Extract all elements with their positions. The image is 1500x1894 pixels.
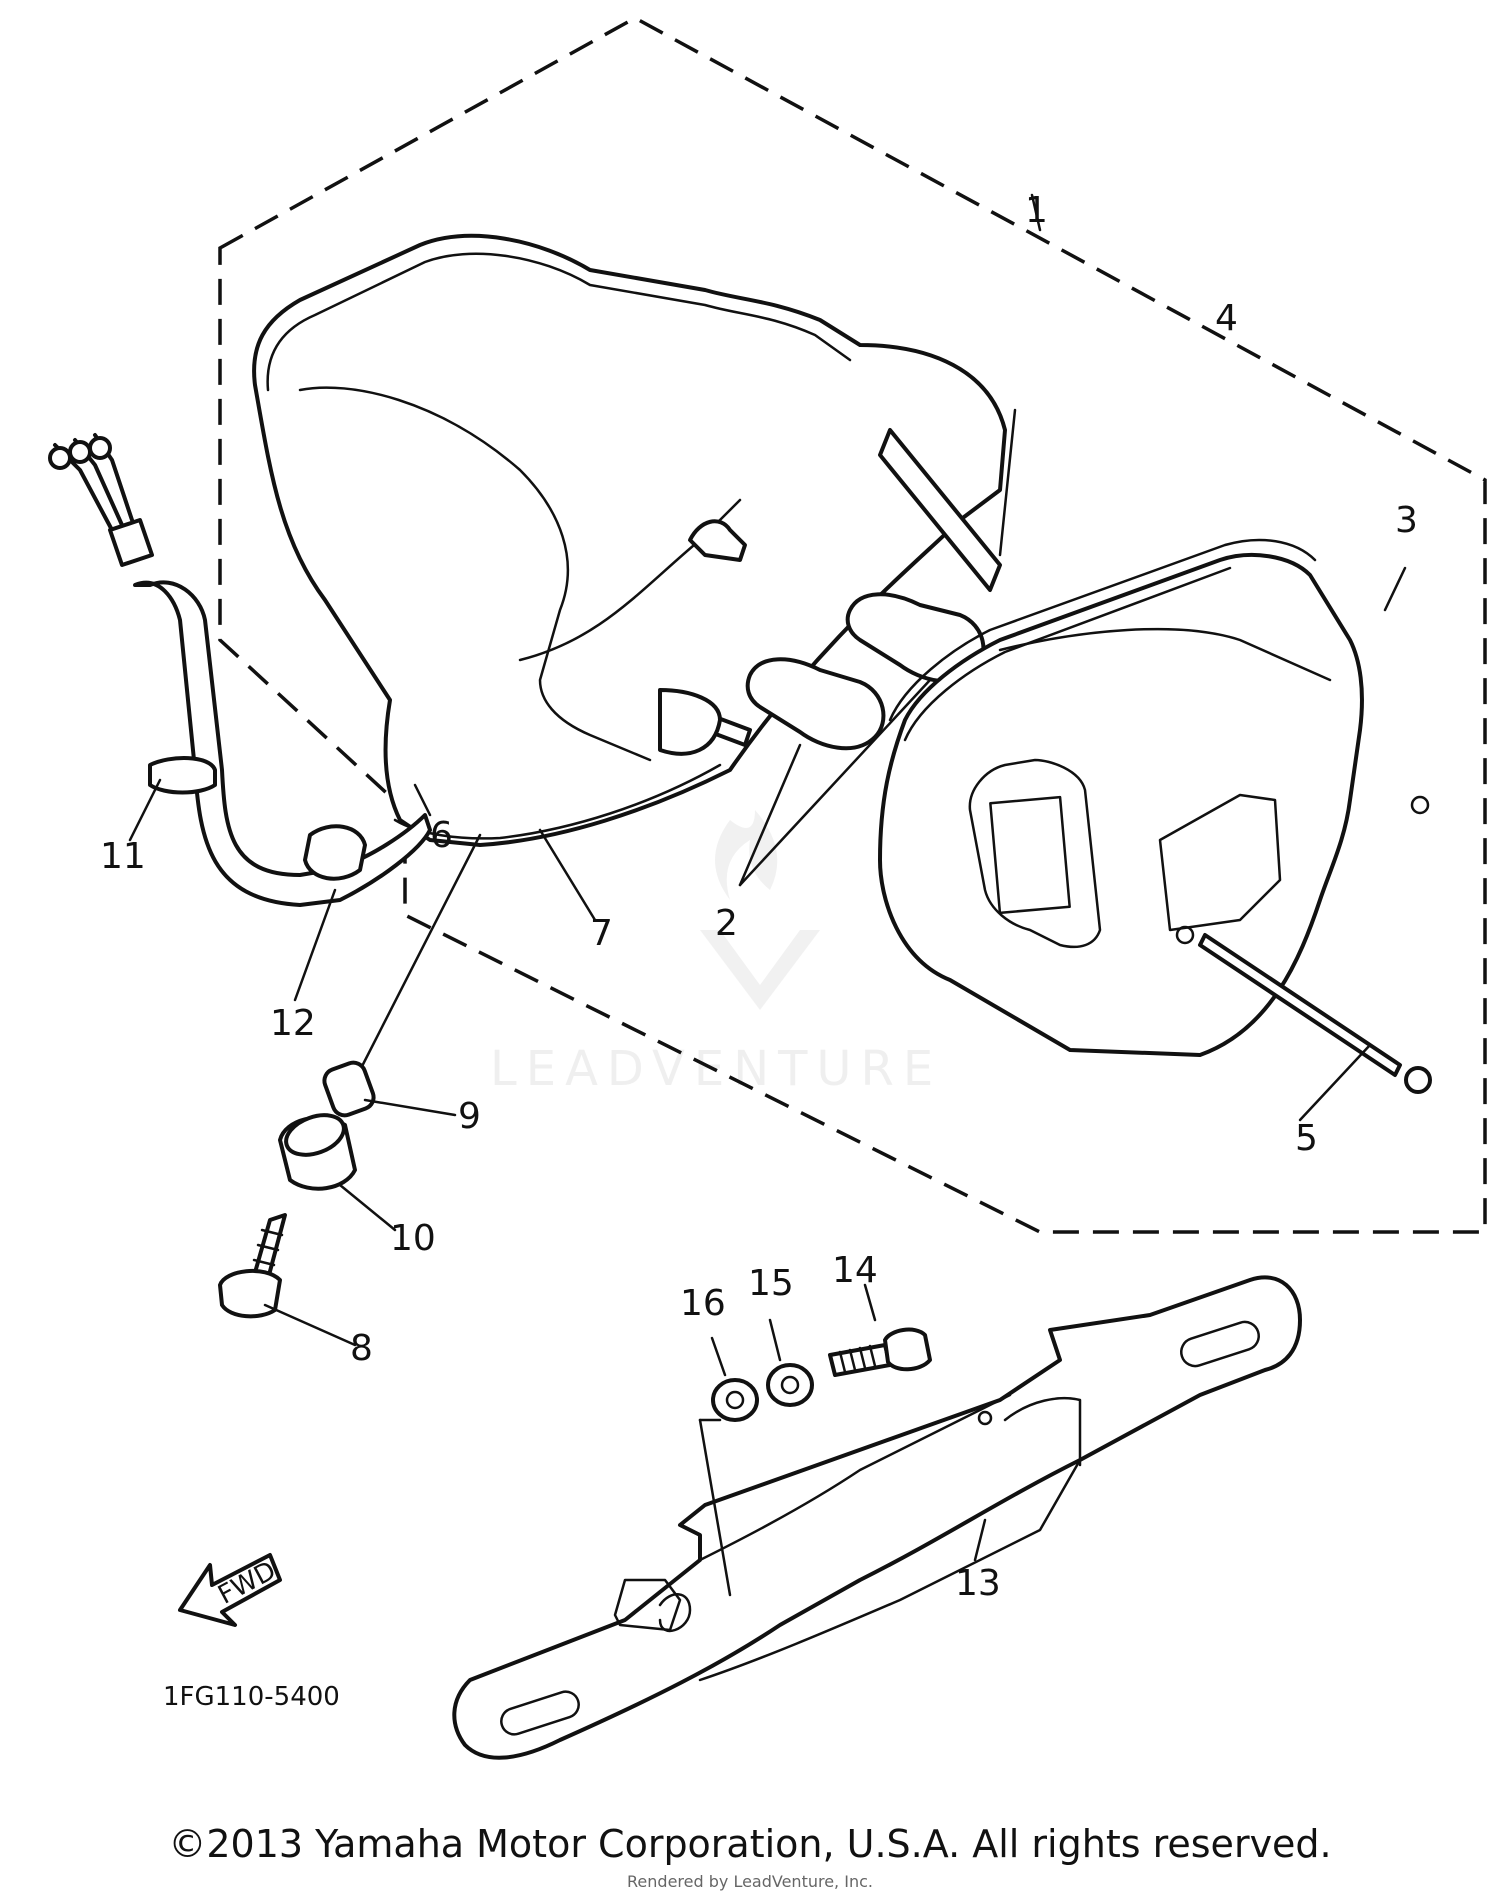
copyright-notice: ©2013 Yamaha Motor Corporation, U.S.A. A… <box>168 1822 1332 1866</box>
leader-4 <box>998 408 1017 557</box>
callout-numbers: 1 2 3 4 5 6 7 8 9 10 11 12 13 14 15 16 <box>100 190 1418 1604</box>
callout-16: 16 <box>680 1283 726 1324</box>
callout-7: 7 <box>590 913 613 954</box>
mounting-hardware <box>218 833 482 1347</box>
leader-2b <box>738 743 802 887</box>
leader-9 <box>363 1098 457 1117</box>
leader-10 <box>338 1183 397 1232</box>
callout-5: 5 <box>1295 1118 1318 1159</box>
bracket-guide-left <box>698 1418 732 1597</box>
callout-3: 3 <box>1395 500 1418 541</box>
leader-12 <box>293 888 337 1002</box>
rendered-by-note: Rendered by LeadVenture, Inc. <box>627 1872 873 1891</box>
leader-13 <box>973 1518 987 1562</box>
leader-15 <box>768 1318 782 1362</box>
callout-8: 8 <box>350 1328 373 1369</box>
license-bracket <box>452 1275 1302 1760</box>
bracket-hardware <box>710 1283 932 1422</box>
leader-6 <box>413 783 432 817</box>
callout-14: 14 <box>832 1250 878 1291</box>
callout-15: 15 <box>748 1263 794 1304</box>
leader-1 <box>1030 193 1042 232</box>
callout-12: 12 <box>270 1003 316 1044</box>
leader-11 <box>128 778 162 842</box>
leader-2a <box>738 678 932 887</box>
lens-and-gasket <box>878 408 1430 1057</box>
callout-2: 2 <box>715 903 738 944</box>
leadventure-watermark: LEADVENTURE <box>490 810 933 1097</box>
callout-6: 6 <box>430 815 453 856</box>
callout-1: 1 <box>1025 190 1048 231</box>
leader-14 <box>863 1283 877 1322</box>
leader-5 <box>1298 1043 1372 1122</box>
leader-7 <box>538 828 597 922</box>
lens-screw <box>1198 933 1432 1122</box>
leader-3 <box>1383 566 1407 612</box>
diagram-code: 1FG110-5400 <box>163 1682 340 1712</box>
callout-10: 10 <box>390 1218 436 1259</box>
callout-9: 9 <box>458 1096 481 1137</box>
assembly-boundary <box>218 16 1487 1234</box>
callout-11: 11 <box>100 836 146 877</box>
fwd-arrow: FWD <box>178 1553 282 1627</box>
fwd-label: FWD <box>213 1556 281 1611</box>
taillight-housing <box>252 233 1007 847</box>
callout-4: 4 <box>1215 298 1238 339</box>
wiring-harness <box>48 433 432 1002</box>
leader-9-up <box>353 833 482 1082</box>
leader-8 <box>263 1303 357 1347</box>
leader-16 <box>710 1336 727 1377</box>
callout-13: 13 <box>955 1563 1001 1604</box>
